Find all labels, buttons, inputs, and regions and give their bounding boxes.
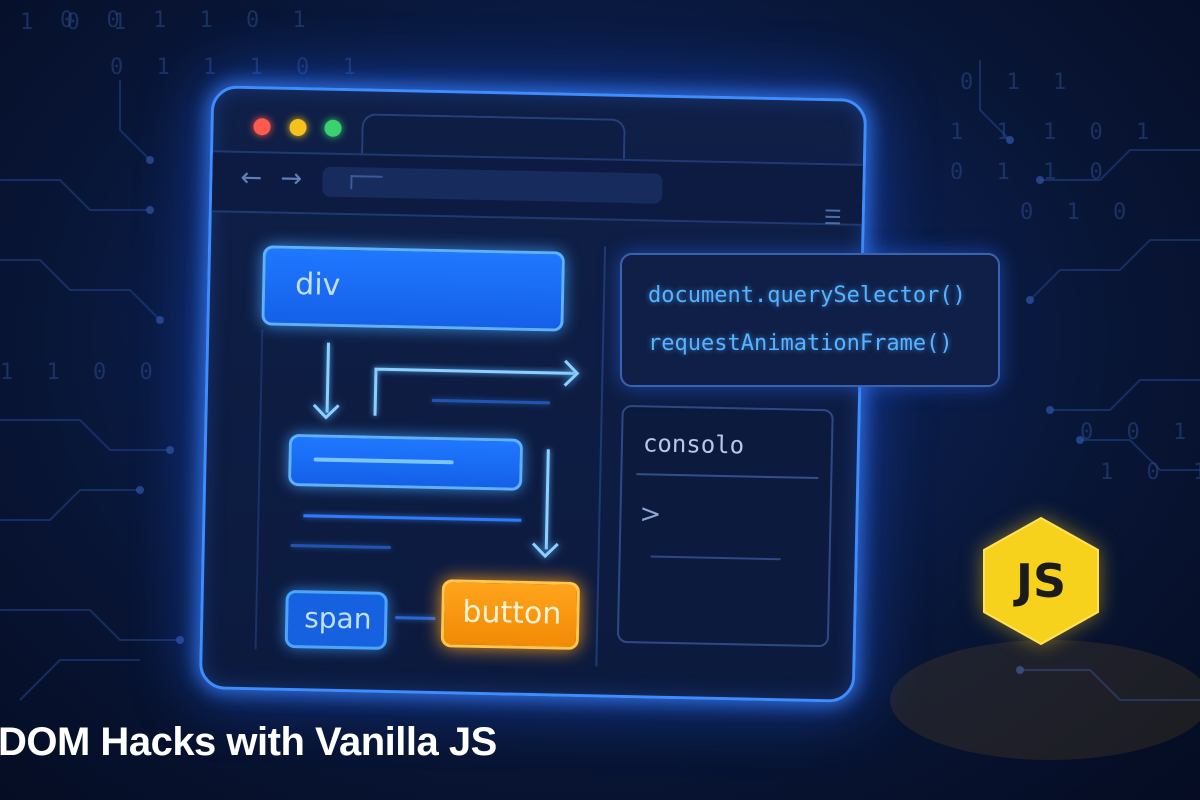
arrow-head-icon: [552, 359, 580, 387]
button-node[interactable]: button: [440, 579, 581, 651]
binary-digits: 1 0 1: [1100, 460, 1200, 485]
arrow-right-icon: [374, 367, 575, 375]
forward-arrow-icon[interactable]: →: [280, 163, 303, 195]
element-node-bar: [313, 457, 454, 465]
page-title: DOM Hacks with Vanilla JS: [0, 720, 497, 764]
minimize-window-button[interactable]: [289, 118, 307, 137]
code-snippet-popup: document.querySelector() requestAnimatio…: [620, 253, 1000, 387]
address-bar-decoration: [350, 175, 383, 190]
binary-digits: 0 0 1: [1080, 420, 1197, 445]
close-window-button[interactable]: [253, 118, 271, 136]
console-title: consolo: [642, 429, 745, 460]
console-separator: [636, 473, 819, 479]
code-line-request-animation-frame: requestAnimationFrame(): [648, 331, 953, 356]
js-logo-icon: JS: [982, 516, 1100, 646]
element-node[interactable]: [288, 433, 524, 491]
div-node-label: div: [294, 267, 341, 303]
connector-line: [373, 369, 378, 416]
code-line-query-selector: document.querySelector(): [648, 283, 966, 308]
back-arrow-icon[interactable]: ←: [240, 162, 263, 194]
span-button-connector: [395, 616, 436, 621]
binary-digits: 1 1 1 0 1: [950, 120, 1160, 145]
span-node[interactable]: span: [284, 589, 388, 650]
js-hexagon-shape: [983, 516, 1099, 646]
decorative-line: [431, 398, 550, 405]
binary-digits: 1 0 1: [20, 10, 137, 35]
binary-digits: 1 1 0 0: [0, 360, 163, 385]
binary-digits: 0 1 1 1 0 1: [110, 55, 366, 80]
console-input-line: [650, 555, 781, 561]
console-panel: consolo >: [616, 404, 834, 648]
binary-digits: 0 1 1 0: [950, 160, 1113, 185]
binary-digits: 0 1 0: [1020, 200, 1137, 225]
div-node[interactable]: div: [261, 245, 565, 332]
arrow-head-icon: [312, 392, 340, 420]
span-node-label: span: [303, 601, 372, 636]
chevron-right-icon[interactable]: >: [639, 499, 662, 530]
pane-divider: [595, 246, 607, 667]
maximize-window-button[interactable]: [324, 119, 342, 137]
arrow-head-icon: [531, 531, 559, 559]
browser-window: ← → ☰ div span button consolo >: [198, 85, 868, 703]
js-logo-text: JS: [1015, 554, 1067, 608]
menu-icon[interactable]: ☰: [823, 205, 842, 230]
binary-digits: 0 0 1 1 0 1: [60, 8, 316, 33]
decorative-line: [303, 514, 522, 522]
button-node-label: button: [462, 594, 562, 632]
decorative-line: [290, 543, 391, 550]
binary-digits: 0 1 1: [960, 70, 1077, 95]
tree-rail: [254, 329, 264, 650]
